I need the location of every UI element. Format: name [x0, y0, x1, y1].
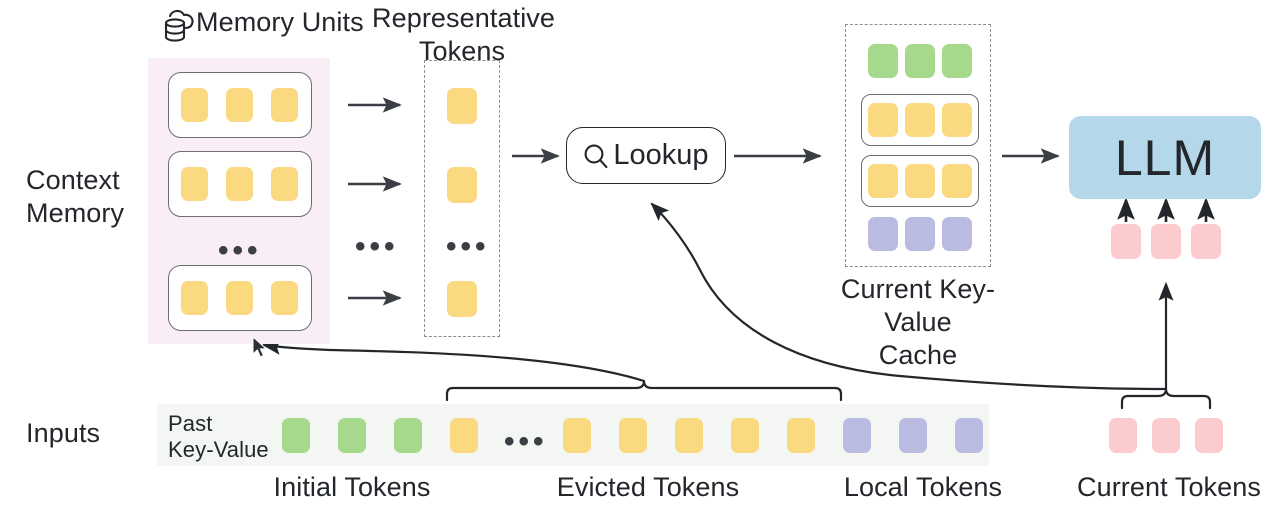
cloud-database-icon	[158, 6, 202, 55]
memory-unit-1-token-2	[226, 88, 253, 122]
current-tokens-caption: Current Tokens	[1077, 472, 1261, 502]
current-kv-cache-label: Current Key-Value Cache	[840, 274, 996, 370]
kv-cache-initial-token-3	[942, 44, 972, 78]
representative-token-n	[447, 281, 477, 317]
local-tokens-caption: Local Tokens	[843, 472, 1003, 502]
representative-token-1	[447, 88, 477, 124]
lookup-label: Lookup	[613, 139, 709, 171]
memory-units-label: Memory Units	[196, 7, 364, 37]
representative-tokens-box	[424, 60, 500, 337]
input-evicted-ellipsis: •••	[504, 425, 548, 458]
input-initial-token-1	[282, 418, 310, 453]
kv-cache-local-token-2	[905, 217, 935, 251]
input-evicted-token-2	[563, 418, 591, 453]
evicted-tokens-brace	[445, 380, 843, 402]
arrow-column-ellipsis: •••	[355, 230, 399, 263]
representative-tokens-ellipsis: •••	[446, 230, 490, 263]
memory-unit-1-token-1	[181, 88, 208, 122]
evicted-to-memory-curve	[261, 339, 646, 383]
mouse-cursor	[252, 335, 270, 365]
pink-tokens-to-llm-arrows	[1117, 197, 1215, 222]
memory-unit-2-token-1	[181, 167, 208, 201]
input-local-token-3	[955, 418, 983, 453]
input-evicted-token-3	[619, 418, 647, 453]
memory-unit-n-token-1	[181, 281, 208, 315]
evicted-tokens-caption: Evicted Tokens	[556, 472, 740, 502]
representative-tokens-label: Representative Tokens	[372, 3, 556, 66]
memory-unit-n-token-3	[271, 281, 298, 315]
input-local-token-2	[899, 418, 927, 453]
input-initial-token-3	[394, 418, 422, 453]
kv-cache-retrieved-2-token-3	[942, 164, 972, 198]
memory-units-ellipsis: •••	[218, 234, 262, 267]
current-kv-cache-box	[845, 24, 991, 267]
memory-unit-2-token-3	[271, 167, 298, 201]
lookup-button[interactable]: Lookup	[566, 127, 726, 184]
representative-token-2	[447, 167, 477, 203]
input-current-token-1	[1109, 418, 1137, 453]
llm-input-token-1	[1111, 224, 1141, 259]
context-memory-label: Context Memory	[26, 165, 125, 228]
input-current-token-2	[1152, 418, 1180, 453]
initial-tokens-caption: Initial Tokens	[273, 472, 431, 502]
llm-input-token-3	[1191, 224, 1221, 259]
inputs-label: Inputs	[26, 418, 101, 448]
input-evicted-token-6	[787, 418, 815, 453]
llm-input-token-2	[1151, 224, 1181, 259]
kv-cache-retrieved-1-token-1	[868, 103, 898, 137]
llm-box[interactable]: LLM	[1069, 116, 1261, 199]
memory-unit-n-token-2	[226, 281, 253, 315]
kv-cache-retrieved-1-token-3	[942, 103, 972, 137]
input-local-token-1	[843, 418, 871, 453]
magnifier-icon	[583, 142, 610, 176]
kv-cache-local-token-1	[868, 217, 898, 251]
input-evicted-token-5	[731, 418, 759, 453]
kv-cache-initial-token-1	[868, 44, 898, 78]
memory-to-representative-arrows	[348, 97, 402, 306]
kv-cache-retrieved-1-token-2	[905, 103, 935, 137]
past-key-value-label: Past Key-Value	[168, 411, 269, 462]
memory-unit-2-token-2	[226, 167, 253, 201]
memory-unit-1-token-3	[271, 88, 298, 122]
llm-label: LLM	[1114, 129, 1216, 186]
input-evicted-token-1	[450, 418, 478, 453]
input-evicted-token-4	[675, 418, 703, 453]
kv-cache-local-token-3	[942, 217, 972, 251]
input-current-token-3	[1195, 418, 1223, 453]
kv-cache-retrieved-2-token-1	[868, 164, 898, 198]
input-initial-token-2	[338, 418, 366, 453]
kv-cache-retrieved-2-token-2	[905, 164, 935, 198]
current-tokens-brace	[1120, 388, 1212, 410]
kv-cache-initial-token-2	[905, 44, 935, 78]
